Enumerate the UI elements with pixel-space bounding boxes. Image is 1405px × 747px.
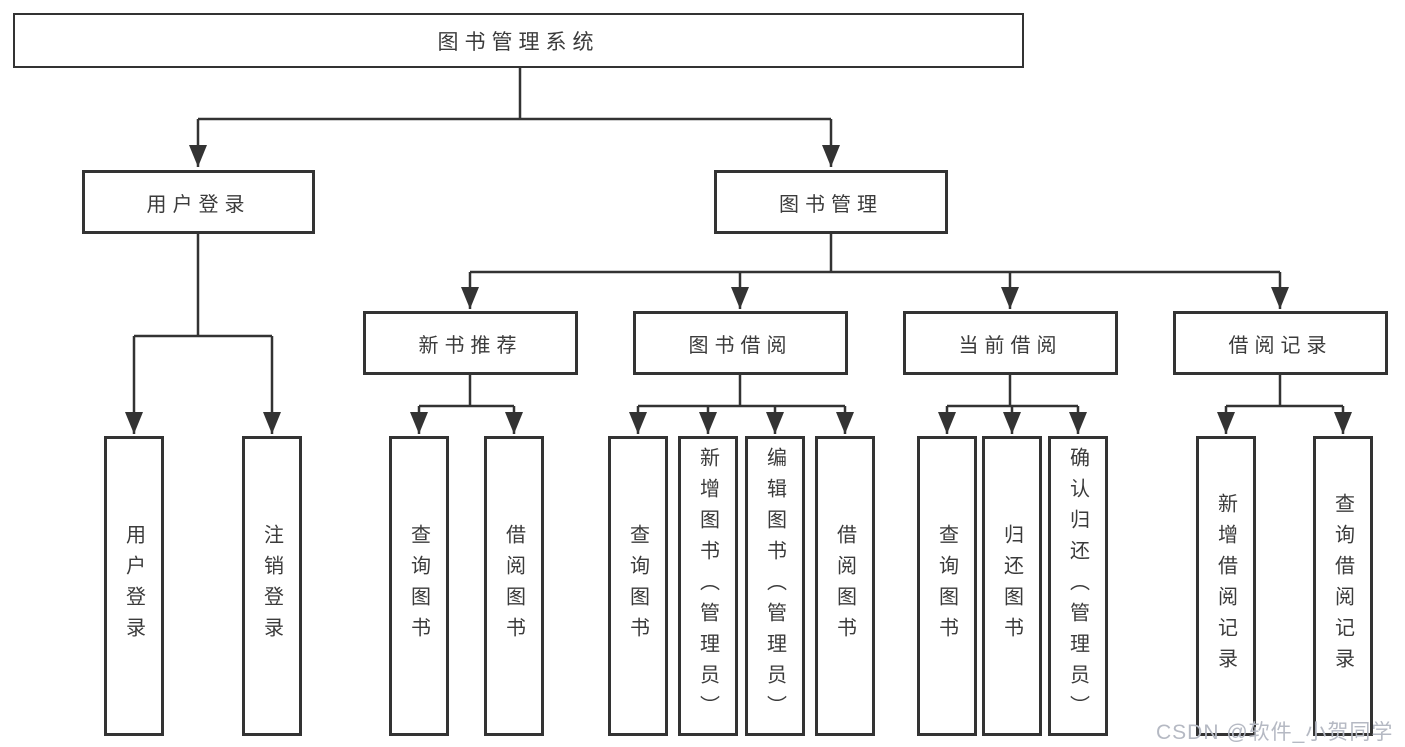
leaf-label: 用户登录 — [122, 524, 145, 648]
node-leaf-cb-query-book: 查询图书 — [917, 436, 977, 736]
leaf-label: 新增图书（管理员） — [696, 446, 719, 726]
leaf-label: 注销登录 — [260, 524, 283, 648]
node-leaf-logout: 注销登录 — [242, 436, 302, 736]
leaf-label: 查询借阅记录 — [1331, 493, 1354, 679]
node-borrow-records: 借阅记录 — [1173, 311, 1388, 375]
leaf-label: 编辑图书（管理员） — [763, 446, 786, 726]
node-leaf-cb-return-book: 归还图书 — [982, 436, 1042, 736]
node-user-login: 用户登录 — [82, 170, 315, 234]
connector-root-to-level2 — [189, 68, 840, 167]
connector-book-mgmt-to-level3 — [461, 234, 1289, 309]
node-leaf-user-login: 用户登录 — [104, 436, 164, 736]
connector-user-login-to-leaves — [125, 234, 281, 434]
connector-book-borrow-to-leaves — [629, 375, 854, 434]
leaf-label: 借阅图书 — [502, 524, 525, 648]
leaf-label: 查询图书 — [935, 524, 958, 648]
node-leaf-nb-borrow-book: 借阅图书 — [484, 436, 544, 736]
node-leaf-cb-confirm-return: 确认归还（管理员） — [1048, 436, 1108, 736]
csdn-watermark: CSDN @软件_小贺同学 — [1156, 721, 1394, 744]
leaf-label: 借阅图书 — [833, 524, 856, 648]
node-leaf-nb-query-book: 查询图书 — [389, 436, 449, 736]
connector-new-book-rec-to-leaves — [410, 375, 523, 434]
node-leaf-bb-edit-book: 编辑图书（管理员） — [745, 436, 805, 736]
node-current-borrow-label: 当前借阅 — [958, 334, 1063, 357]
node-new-book-rec-label: 新书推荐 — [418, 334, 523, 357]
node-leaf-bb-query-book: 查询图书 — [608, 436, 668, 736]
connector-borrow-records-to-leaves — [1217, 375, 1352, 434]
node-book-borrow: 图书借阅 — [633, 311, 848, 375]
leaf-label: 新增借阅记录 — [1214, 493, 1237, 679]
node-leaf-bb-borrow-book: 借阅图书 — [815, 436, 875, 736]
node-root-library-system: 图书管理系统 — [13, 13, 1024, 68]
node-root-label: 图书管理系统 — [437, 30, 600, 54]
node-leaf-br-add-record: 新增借阅记录 — [1196, 436, 1256, 736]
leaf-label: 归还图书 — [1000, 524, 1023, 648]
connector-current-borrow-to-leaves — [938, 375, 1087, 434]
node-new-book-rec: 新书推荐 — [363, 311, 578, 375]
leaf-label: 查询图书 — [407, 524, 430, 648]
node-book-borrow-label: 图书借阅 — [688, 334, 793, 357]
node-user-login-label: 用户登录 — [146, 193, 251, 216]
node-book-mgmt-label: 图书管理 — [779, 193, 883, 216]
leaf-label: 确认归还（管理员） — [1066, 446, 1089, 726]
node-current-borrow: 当前借阅 — [903, 311, 1118, 375]
node-leaf-br-query-record: 查询借阅记录 — [1313, 436, 1373, 736]
leaf-label: 查询图书 — [626, 524, 649, 648]
node-book-mgmt: 图书管理 — [714, 170, 948, 234]
node-borrow-records-label: 借阅记录 — [1228, 334, 1333, 357]
node-leaf-bb-add-book: 新增图书（管理员） — [678, 436, 738, 736]
